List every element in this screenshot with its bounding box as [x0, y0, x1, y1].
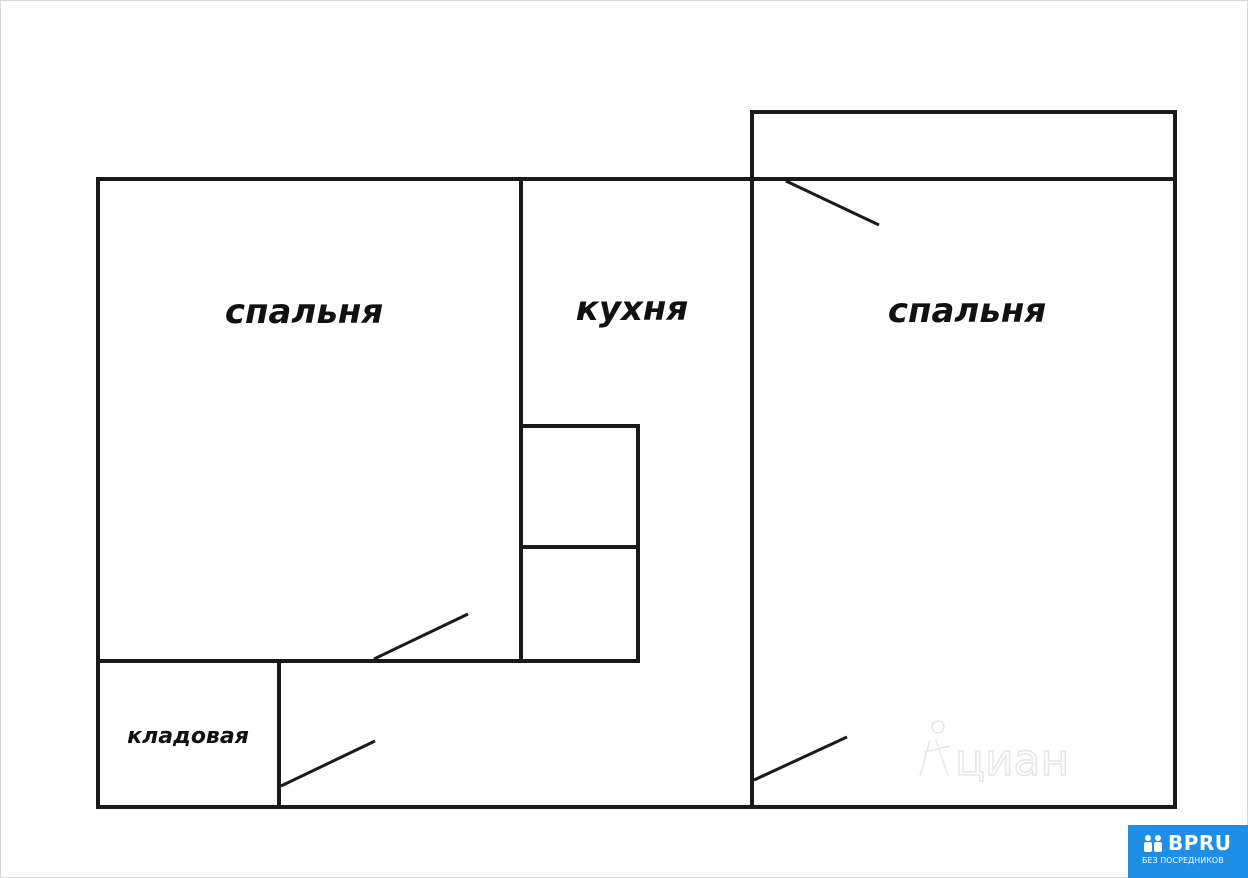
- balcony: [750, 110, 1177, 181]
- door-bedroom-left: [373, 612, 469, 661]
- badge-name: BPRU: [1168, 831, 1232, 855]
- room-label-kitchen: кухня: [576, 289, 689, 329]
- room-label-bedroom-right: спальня: [888, 291, 1046, 331]
- door-bedroom-right: [753, 735, 848, 782]
- badge-top: BPRU: [1142, 831, 1242, 855]
- badge-subtitle: БЕЗ ПОСРЕДНИКОВ: [1142, 856, 1224, 865]
- watermark-text: циан: [955, 735, 1069, 786]
- door-balcony: [785, 179, 880, 227]
- outer-wall: [96, 177, 1177, 809]
- watermark: циан: [919, 720, 1070, 787]
- bathroom-unit-upper: [519, 424, 640, 549]
- bathroom-unit-lower: [519, 545, 640, 663]
- room-label-storage: кладовая: [127, 724, 249, 749]
- bpru-badge[interactable]: BPRU БЕЗ ПОСРЕДНИКОВ: [1128, 825, 1248, 878]
- room-label-bedroom-left: спальня: [225, 292, 383, 332]
- people-logo-icon: [1144, 835, 1162, 852]
- door-entrance: [280, 739, 376, 788]
- watermark-figure-icon: [919, 720, 951, 777]
